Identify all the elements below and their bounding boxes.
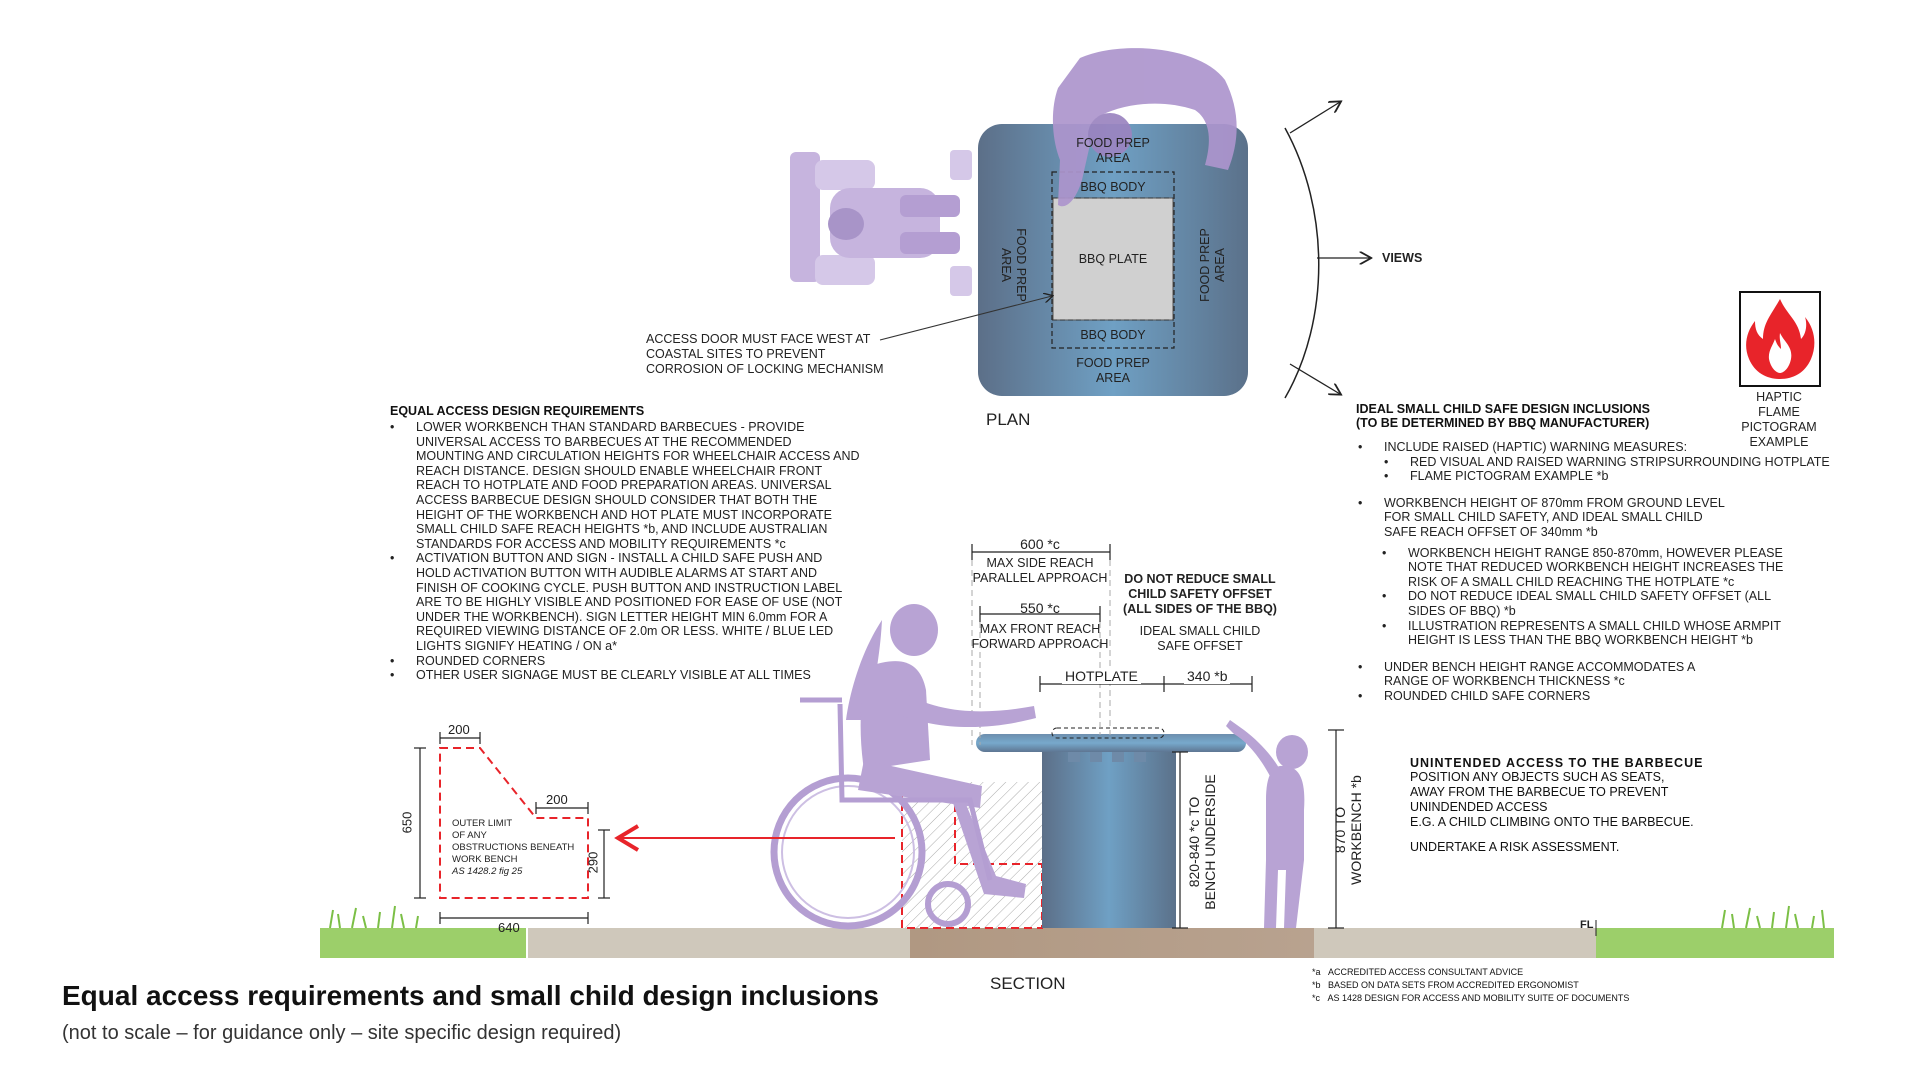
equal-access-item: ROUNDED CORNERS [390,654,890,669]
bbq-workbench [976,734,1246,752]
equal-access-item: OTHER USER SIGNAGE MUST BE CLEARLY VISIB… [390,668,890,683]
dim-workbench [1328,729,1344,929]
dim-front-reach [979,606,1101,622]
child-safe-subitem: RED VISUAL AND RAISED WARNING STRIPSURRO… [1384,455,1876,470]
equal-access-block: EQUAL ACCESS DESIGN REQUIREMENTS LOWER W… [390,404,890,683]
paving-left [528,928,910,958]
plan-bbq-plate [1052,197,1174,321]
footnote: *a ACCREDITED ACCESS CONSULTANT ADVICE [1312,967,1524,977]
unintended-heading: UNINTENDED ACCESS TO THE BARBECUE [1410,756,1704,770]
bbq-pedestal [1042,750,1176,928]
child-safe-item: INCLUDE RAISED (HAPTIC) WARNING MEASURES… [1358,440,1876,455]
plan-food-prep-top: FOOD PREP AREA [1076,136,1150,165]
unintended-access-block: UNINTENDED ACCESS TO THE BARBECUE POSITI… [1410,756,1770,855]
plan-food-prep-right: FOOD PREP AREA [1198,228,1227,302]
child-safe-subitem: WORKBENCH HEIGHT RANGE 850-870mm, HOWEVE… [1382,546,1876,590]
plan-wheelchair-user [790,150,972,296]
dim-640: 640 [498,920,520,935]
figure-subtitle: (not to scale – for guidance only – site… [62,1022,622,1044]
equal-access-item: ACTIVATION BUTTON AND SIGN - INSTALL A C… [390,551,890,653]
section-label: SECTION [990,974,1066,993]
paving-right [1314,928,1596,958]
obstruction-envelope [439,747,895,899]
bbq-hotplate-section [1051,727,1165,739]
offset-value: 340 *b [1184,668,1231,684]
plan-bbq-body-top: BBQ BODY [1080,180,1146,194]
shin [952,790,1026,898]
figure-title: Equal access requirements and small chil… [62,980,879,1011]
child-safe-item: ROUNDED CHILD SAFE CORNERS [1358,689,1876,704]
equal-access-heading: EQUAL ACCESS DESIGN REQUIREMENTS [390,404,645,418]
grass-tufts [329,905,1825,929]
dim-200-top: 200 [448,722,470,737]
plan-bbq-body-bottom: BBQ BODY [1080,328,1146,342]
torso [860,661,930,770]
child-safe-subitem: DO NOT REDUCE IDEAL SMALL CHILD SAFETY O… [1382,589,1876,618]
plan-label: PLAN [986,410,1031,429]
dim-650: 650 [399,811,415,834]
plan-standing-user [1052,48,1237,207]
equal-access-item: LOWER WORKBENCH THAN STANDARD BARBECUES … [390,420,890,551]
footnote: *c AS 1428 DESIGN FOR ACCESS AND MOBILIT… [1312,993,1630,1003]
flame-icon [1746,299,1815,379]
thigh [858,760,982,808]
child-safe-heading-1: IDEAL SMALL CHILD SAFE DESIGN INCLUSIONS [1356,402,1651,416]
wheel-rear [770,774,926,930]
arm [892,690,1036,728]
plan-bbq-inner-outline [1051,171,1175,349]
side-reach-value: 600 *c [1020,536,1060,552]
bbq-vents [1068,752,1146,762]
views-arrow-bottom [1289,363,1340,394]
child-safe-item: WORKBENCH HEIGHT OF 870mm FROM GROUND LE… [1358,496,1876,540]
haptic-flame-pictogram [1739,291,1821,387]
plan-view [790,48,1370,399]
child-safe-subitem: FLAME PICTOGRAM EXAMPLE *b [1384,469,1876,484]
bbq-pad [910,928,1314,958]
views-label: VIEWS [1382,251,1423,265]
access-door-leader [879,296,1052,341]
dim-underside [1172,751,1188,929]
child-safe-subitem: ILLUSTRATION REPRESENTS A SMALL CHILD WH… [1382,619,1876,648]
plan-food-prep-left: FOOD PREP AREA [999,228,1028,302]
access-door-note: ACCESS DOOR MUST FACE WEST AT COASTAL SI… [646,332,884,376]
views-arc [1284,127,1320,399]
hotplate-label: HOTPLATE [1062,668,1141,684]
dim-side-reach [971,544,1111,560]
dim-200-mid: 200 [546,792,568,807]
obstruction-dims [414,732,610,924]
footnotes: *a ACCREDITED ACCESS CONSULTANT ADVICE *… [1312,966,1672,1005]
equal-access-list: LOWER WORKBENCH THAN STANDARD BARBECUES … [390,420,890,683]
dim-hotplate [1039,676,1253,692]
section-child [1226,720,1308,928]
child-safe-item: UNDER BENCH HEIGHT RANGE ACCOMMODATES AR… [1358,660,1876,689]
wheel-front [925,881,971,927]
head [890,604,938,656]
plan-food-prep-bottom: FOOD PREP AREA [1076,356,1150,385]
child-safe-heading-2: (TO BE DETERMINED BY BBQ MANUFACTURER) [1356,416,1650,430]
plan-bbq-plate-label: BBQ PLATE [1078,252,1148,266]
front-reach-value: 550 *c [1020,600,1060,616]
fl-label: FL [1580,919,1594,931]
grass-right [1596,928,1834,958]
child-safe-block: IDEAL SMALL CHILD SAFE DESIGN INCLUSIONS… [1356,402,1876,704]
chair-frame [837,703,993,881]
grass-left [320,928,526,958]
dim-290: 290 [585,851,601,874]
views-arrow-top [1289,102,1340,134]
footnote: *b BASED ON DATA SETS FROM ACCREDITED ER… [1312,980,1579,990]
risk-assessment-note: UNDERTAKE A RISK ASSESSMENT. [1410,840,1620,854]
